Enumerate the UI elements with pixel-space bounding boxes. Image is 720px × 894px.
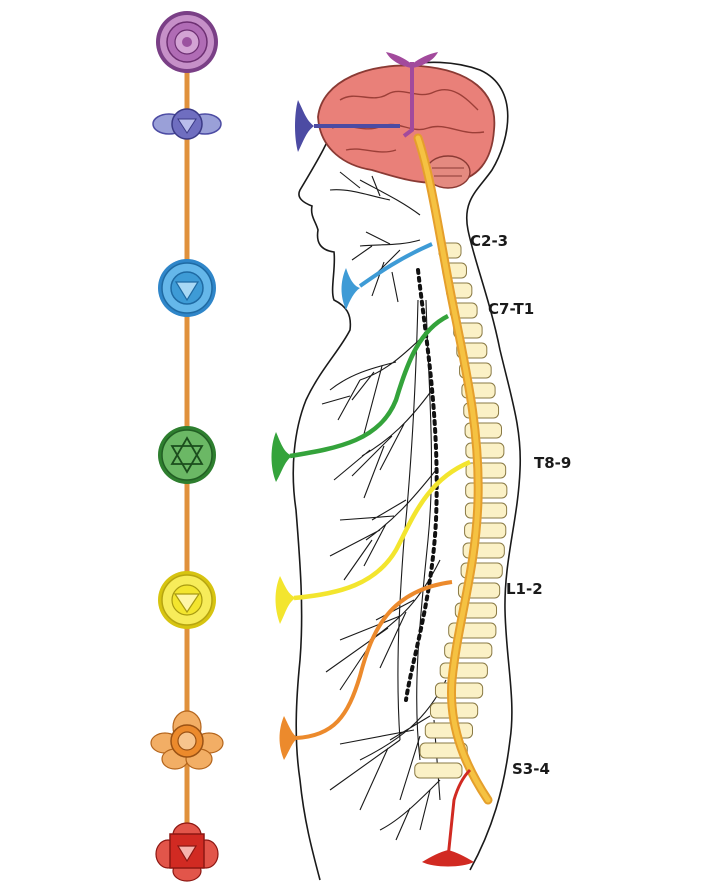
label-c7-t1: C7-T1	[488, 300, 534, 318]
vertebra	[465, 462, 507, 479]
heart-pathway	[271, 313, 450, 482]
label-s3-4: S3-4	[512, 760, 550, 778]
vertebra	[414, 762, 463, 779]
heart-chakra-icon	[158, 426, 216, 484]
label-c2-3: C2-3	[470, 232, 508, 250]
sacral-pathway	[279, 580, 453, 760]
vertebra	[464, 502, 508, 519]
vertebra	[465, 442, 505, 459]
nerve-branches	[321, 171, 447, 841]
throat-chakra-icon	[158, 259, 216, 317]
throat-pathway	[341, 242, 433, 310]
solar-plexus-pathway	[275, 459, 471, 624]
vertebra	[465, 482, 508, 499]
label-t8-9: T8-9	[534, 454, 571, 472]
crown-pathway	[386, 52, 438, 138]
sacral-chakra-icon	[150, 710, 224, 770]
vertebra	[434, 682, 484, 699]
label-l1-2: L1-2	[506, 580, 543, 598]
third-eye-pathway	[295, 100, 400, 152]
crown-chakra-icon	[156, 11, 218, 73]
vertebra	[464, 522, 507, 539]
brain-illustration	[317, 64, 496, 189]
vertebra	[424, 722, 473, 739]
sympathetic-chain	[404, 268, 439, 702]
vertebra	[439, 662, 488, 679]
root-pathway	[422, 768, 474, 867]
root-chakra-icon	[155, 822, 219, 882]
third-eye-chakra-icon	[152, 108, 222, 140]
solar-plexus-chakra-icon	[158, 571, 216, 629]
vertebra	[419, 742, 468, 759]
body-silhouette	[292, 61, 522, 881]
